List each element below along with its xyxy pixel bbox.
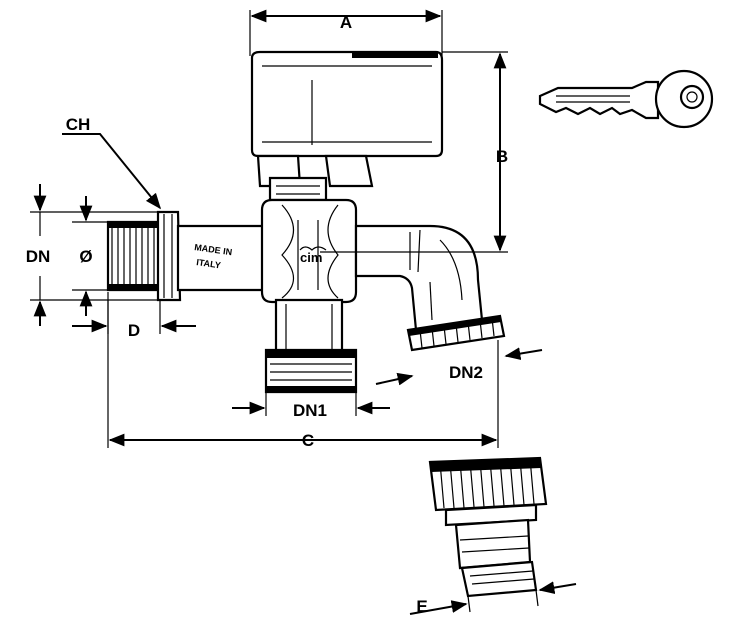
lower-tube — [274, 298, 344, 354]
dim-label-c: C — [302, 431, 314, 450]
dim-label-dn1: DN1 — [293, 401, 327, 420]
outlet-thread-dn1 — [264, 348, 358, 394]
dim-label-diameter: Ø — [79, 247, 92, 266]
valve-body: MADE IN ITALY cim — [106, 50, 506, 394]
body-tube: MADE IN ITALY — [176, 224, 272, 292]
key-icon — [538, 69, 714, 129]
hose-connector — [428, 456, 548, 598]
brand-label: cim — [300, 250, 322, 265]
hex-nut — [156, 210, 182, 302]
dim-label-b: B — [496, 147, 508, 166]
dim-label-dn2: DN2 — [449, 363, 483, 382]
dim-label-ch: CH — [66, 115, 91, 134]
made-in-label-2: ITALY — [196, 257, 222, 270]
dim-label-a: A — [340, 13, 352, 32]
central-body: cim — [260, 198, 358, 304]
dimension-lines — [30, 9, 577, 615]
inlet-thread — [106, 220, 162, 292]
dim-label-d: D — [128, 321, 140, 340]
dim-label-dn: DN — [26, 247, 51, 266]
stem-neck — [268, 176, 328, 202]
outlet-thread-dn2 — [406, 314, 506, 352]
dim-label-e: E — [416, 597, 427, 616]
spout — [354, 224, 484, 332]
lock-handle-box — [250, 50, 444, 188]
